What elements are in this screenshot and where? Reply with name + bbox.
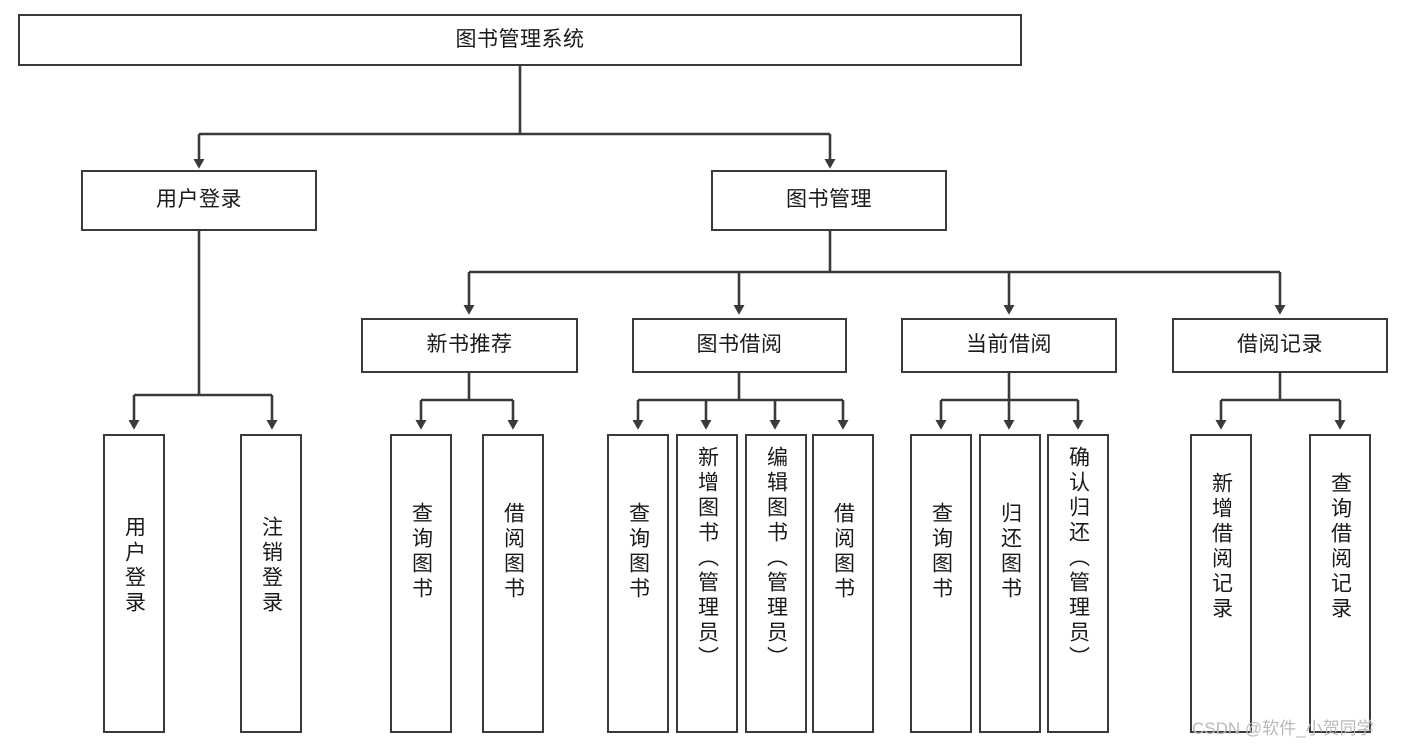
node-leaf-query-book-2[interactable]: 查询图书 bbox=[607, 434, 669, 733]
node-root-label: 图书管理系统 bbox=[455, 27, 585, 51]
node-book-borrow[interactable]: 图书借阅 bbox=[632, 318, 847, 373]
node-leaf-return-book[interactable]: 归还图书 bbox=[979, 434, 1041, 733]
node-leaf-borrow-book-1[interactable]: 借阅图书 bbox=[482, 434, 544, 733]
node-leaf-label: 编辑图书（管理员） bbox=[764, 446, 788, 671]
node-leaf-label: 归还图书 bbox=[998, 502, 1022, 602]
node-new-book-recommend-label: 新书推荐 bbox=[426, 333, 513, 357]
node-leaf-label: 借阅图书 bbox=[501, 502, 525, 602]
node-root[interactable]: 图书管理系统 bbox=[18, 14, 1022, 66]
node-borrow-record[interactable]: 借阅记录 bbox=[1172, 318, 1388, 373]
node-leaf-logout[interactable]: 注销登录 bbox=[240, 434, 302, 733]
node-leaf-label: 新增借阅记录 bbox=[1209, 472, 1233, 622]
node-leaf-label: 查询借阅记录 bbox=[1328, 472, 1352, 622]
node-leaf-user-login[interactable]: 用户登录 bbox=[103, 434, 165, 733]
node-leaf-label: 查询图书 bbox=[626, 502, 650, 602]
node-leaf-edit-book-admin[interactable]: 编辑图书（管理员） bbox=[745, 434, 807, 733]
node-borrow-record-label: 借阅记录 bbox=[1237, 333, 1323, 357]
node-leaf-borrow-book-2[interactable]: 借阅图书 bbox=[812, 434, 874, 733]
node-leaf-label: 确认归还（管理员） bbox=[1066, 446, 1090, 671]
node-book-management[interactable]: 图书管理 bbox=[711, 170, 947, 231]
node-leaf-label: 新增图书（管理员） bbox=[695, 446, 719, 671]
node-book-management-label: 图书管理 bbox=[786, 188, 872, 212]
node-leaf-label: 注销登录 bbox=[259, 516, 283, 616]
node-leaf-add-borrow-record[interactable]: 新增借阅记录 bbox=[1190, 434, 1252, 733]
node-book-borrow-label: 图书借阅 bbox=[696, 333, 783, 357]
node-leaf-query-book-3[interactable]: 查询图书 bbox=[910, 434, 972, 733]
node-leaf-confirm-return-admin[interactable]: 确认归还（管理员） bbox=[1047, 434, 1109, 733]
node-user-login-label: 用户登录 bbox=[156, 188, 242, 212]
node-leaf-add-book-admin[interactable]: 新增图书（管理员） bbox=[676, 434, 738, 733]
node-leaf-query-borrow-record[interactable]: 查询借阅记录 bbox=[1309, 434, 1371, 733]
node-leaf-query-book-1[interactable]: 查询图书 bbox=[390, 434, 452, 733]
node-leaf-label: 查询图书 bbox=[929, 502, 953, 602]
node-user-login[interactable]: 用户登录 bbox=[81, 170, 317, 231]
node-leaf-label: 用户登录 bbox=[122, 516, 146, 616]
node-current-borrow[interactable]: 当前借阅 bbox=[901, 318, 1117, 373]
node-current-borrow-label: 当前借阅 bbox=[966, 333, 1052, 357]
node-leaf-label: 查询图书 bbox=[409, 502, 433, 602]
node-new-book-recommend[interactable]: 新书推荐 bbox=[361, 318, 578, 373]
node-leaf-label: 借阅图书 bbox=[831, 502, 855, 602]
watermark-text: CSDN @软件_小贺同学 bbox=[1192, 719, 1374, 738]
